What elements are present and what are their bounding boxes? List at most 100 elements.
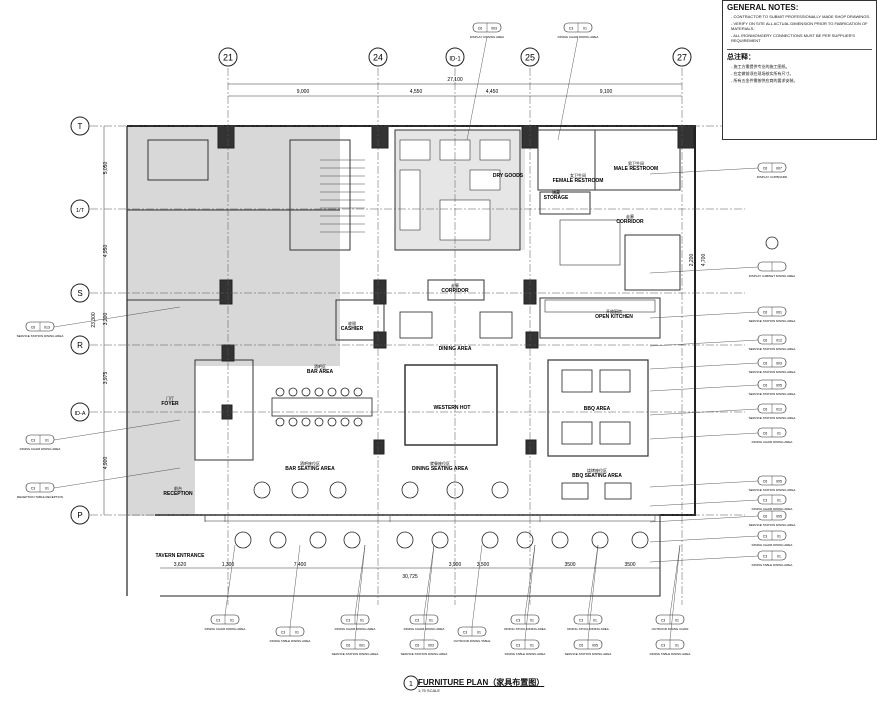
leader-line (524, 544, 536, 616)
callout-tag: C3 (569, 27, 574, 31)
callout-label: SERVICE STATION DINING AREA (749, 416, 796, 420)
grid-label-row: 1/T (76, 208, 85, 214)
room-label: BAR AREA (307, 369, 334, 375)
grid-bubble-col (368, 47, 388, 67)
general-notes-box: GENERAL NOTES: - CONTRACTOR TO SUBMIT PR… (722, 0, 877, 140)
general-notes-cn-title: 总注释： (727, 49, 872, 62)
dim-bottom: 3,900 (449, 562, 462, 568)
callout-tag: C6 (415, 644, 420, 648)
leader-line (423, 544, 435, 641)
drawing-scale: 1:75 SCALE (418, 688, 441, 693)
callout-tag: 01 (295, 631, 299, 635)
callout-label: DINING CHAIR DINING AREA (752, 543, 793, 547)
callout-label: DINING STOOL DINING AREA (504, 627, 546, 631)
room-label-cn: 开放厨房 (606, 308, 622, 314)
callout-tag: 01 (230, 619, 234, 623)
room-label-cn: 女卫生间 (570, 172, 586, 178)
callout-tag: 01 (777, 555, 781, 559)
dim-total-top: 27,100 (447, 77, 463, 83)
callout-tag: 01 (45, 487, 49, 491)
leader-line (649, 480, 759, 488)
leader-line (466, 36, 488, 141)
leader-line (649, 339, 759, 347)
round-tables-outdoor (234, 531, 649, 549)
room-label: BAR SEATING AREA (285, 466, 335, 472)
callout-tag: 01 (45, 439, 49, 443)
room-label: STORAGE (544, 195, 569, 201)
callout-tag: C3 (415, 619, 420, 623)
callout-tag: 01 (675, 644, 679, 648)
existing-area-shade-lower (127, 366, 195, 516)
grid-bubble-col (520, 47, 540, 67)
callout-tag: C3 (216, 619, 221, 623)
leader-line (649, 384, 759, 392)
room-label: RECEPTION (163, 491, 193, 497)
dim-left: 4,950 (103, 245, 109, 258)
callout-tag: C6 (763, 167, 768, 171)
callout-tag: 01 (477, 631, 481, 635)
dim-bottom: 3500 (564, 562, 575, 568)
callout-label: DINING STOOL DINING AREA (567, 627, 609, 631)
callout-label: DINING TABLE DINING AREA (505, 652, 546, 656)
note-item-cn: - 所有五金件需按供应商的要求安装。 (731, 78, 798, 83)
existing-area-shade (127, 126, 340, 366)
callout-label: SERVICE STATION DINING AREA (749, 523, 796, 527)
callout-tag: 007 (776, 167, 782, 171)
room-label-cn: 前台 (174, 485, 182, 491)
callout-tag: 001 (776, 311, 782, 315)
callout-label: SERVICE STATION DINING AREA (749, 319, 796, 323)
stair (320, 159, 365, 233)
grid-label-col: 25 (525, 53, 535, 63)
callout-label: DINING CHAIR DINING AREA (752, 507, 793, 511)
room-label: CASHIER (341, 326, 364, 332)
room-label: DRY GOODS (493, 173, 524, 179)
grid-bubble-col (672, 47, 692, 67)
room-label-cn: 门厅 (166, 395, 174, 401)
room-label-cn: 烧烤座位区 (587, 467, 607, 473)
callout-tag: 01 (593, 619, 597, 623)
leader-line (649, 515, 759, 523)
leader-line (649, 408, 759, 416)
room-label: TAVERN ENTRANCE (156, 553, 206, 559)
grid-label-row: T (78, 122, 83, 131)
callout-label: OUTDOOR DINING CHAIR (652, 627, 690, 631)
callout-label: DINING TABLE DINING AREA (270, 639, 311, 643)
callout-tag: 012 (776, 408, 782, 412)
callout-label: SERVICE STATION DINING AREA (332, 652, 379, 656)
room-label-cn: 酒吧座位区 (300, 460, 320, 466)
room-label-cn: 酒吧区 (314, 363, 326, 369)
callout-tag: 005 (776, 515, 782, 519)
grid-bubble-row (70, 283, 90, 303)
grid-label-row: ID-A (75, 411, 86, 417)
callout-tag: C6 (579, 644, 584, 648)
room-label: DINING SEATING AREA (412, 466, 469, 472)
drawing-number: 1 (409, 681, 413, 688)
leader-line (649, 362, 759, 370)
callout-tag: 003 (776, 362, 782, 366)
leader-line (649, 535, 759, 543)
callout-label: DINING CHAIR DINING AREA (205, 627, 246, 631)
room-label: BBQ SEATING AREA (572, 473, 622, 479)
callout-label: SERVICE STATION DINING AREA (749, 392, 796, 396)
grid-bubble-col (445, 47, 465, 67)
kitchen-equipment (399, 139, 656, 313)
callout-tag: 01 (530, 644, 534, 648)
dim-bottom: 1,300 (222, 562, 235, 568)
room-label-cn: 走廊 (626, 213, 634, 219)
grid-bubble-row (70, 402, 90, 422)
callout-label: DINING CHAIR DINING AREA (335, 627, 376, 631)
callout-tag: 01 (360, 619, 364, 623)
leader-line (649, 266, 759, 274)
grid-label-row: P (77, 511, 82, 520)
leader-line (649, 499, 759, 507)
dining-tables-upper (399, 311, 631, 445)
callout-tag: C3 (763, 535, 768, 539)
callout-label: SERVICE STATION DINING AREA (401, 652, 448, 656)
room-label-cn: 收银 (348, 320, 356, 326)
dim-left: 5,050 (103, 162, 109, 175)
callout-tag: C3 (763, 555, 768, 559)
room-label: OPEN KITCHEN (595, 314, 633, 320)
drawing-title: FURNITURE PLAN（家具布置图） (418, 678, 545, 687)
